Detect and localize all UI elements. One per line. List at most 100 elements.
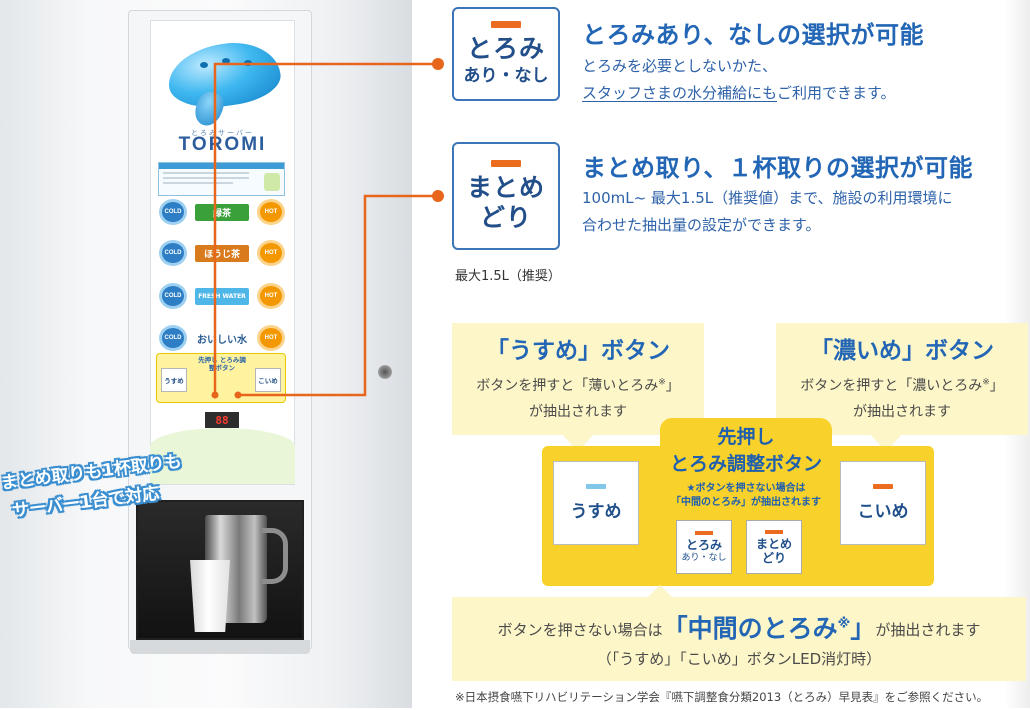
drink-row-houji-tea: COLD ほうじ茶 HOT	[157, 240, 287, 266]
bubble-title: 「濃いめ」ボタン	[810, 338, 994, 364]
machine-usume-button[interactable]: うすめ	[161, 368, 187, 392]
koime-indicator	[873, 484, 893, 489]
pre-press-panel-tab	[660, 418, 832, 478]
feature-text-line: スタッフさまの水分補給にもご利用できます。	[582, 80, 896, 107]
pre-press-note-line: 「中間のとろみ」が抽出されます	[671, 497, 821, 508]
feature-text-line: 合わせた抽出量の設定ができます。	[582, 216, 821, 234]
pre-press-title-line2: とろみ調整ボタン	[669, 453, 822, 475]
footnote: ※日本摂食嚥下リハビリテーション学会『嚥下調整食分類2013（とろみ）早見表』を…	[455, 690, 989, 704]
bubble-text: ボタンを押すと「濃いとろみ	[800, 378, 983, 394]
feature-title: とろみあり、なしの選択が可能	[582, 21, 925, 49]
icon-label: とろみ	[466, 33, 545, 63]
default-thickness-highlight: 「中間のとろみ※」	[663, 614, 876, 643]
logo-text: TOROMI	[178, 134, 267, 155]
hot-button[interactable]: HOT	[257, 283, 285, 309]
machine-pre-press-panel: 先押し とろみ調整ボタン うすめ こいめ	[156, 353, 286, 403]
logo-hole-icon	[222, 58, 230, 64]
notice-line	[163, 172, 249, 174]
feature-title: まとめ取り、１杯取りの選択が可能	[582, 154, 974, 182]
icon-indicator-bar	[491, 159, 521, 167]
highlight-text: 」	[850, 614, 876, 643]
machine-koime-button[interactable]: こいめ	[255, 368, 281, 392]
drink-row-green-tea: COLD 緑茶 HOT	[157, 199, 287, 225]
default-thickness-text: ボタンを押さない場合は	[497, 621, 663, 639]
koime-bubble: 「濃いめ」ボタン ボタンを押すと「濃いとろみ※」 が抽出されます	[776, 323, 1028, 435]
notice-line	[163, 177, 249, 179]
logo-hole-icon	[200, 62, 208, 68]
drink-row-water: COLD おいしい水 HOT	[157, 325, 287, 351]
feature-text-rest: ご利用できます。	[777, 84, 896, 102]
notice-line	[163, 182, 233, 184]
default-thickness-condition: （「うすめ」「こいめ」ボタンLED消灯時）	[596, 650, 882, 668]
hot-button[interactable]: HOT	[257, 199, 285, 225]
matome-dori-button[interactable]: まとめ どり	[746, 520, 802, 574]
drip-tray	[130, 640, 310, 654]
panel-bottom-decoration	[150, 428, 295, 484]
keyhole-icon	[378, 365, 392, 379]
pre-press-note: ★ボタンを押さない場合は 「中間のとろみ」が抽出されます	[625, 482, 867, 510]
feature-text: 100mL~ 最大1.5L（推奨値）まで、施設の利用環境に 合わせた抽出量の設定…	[582, 185, 953, 239]
bubble-line: ボタンを押すと「濃いとろみ※」	[776, 375, 1028, 395]
button-sublabel: どり	[761, 550, 786, 565]
bubble-line: が抽出されます	[529, 404, 627, 420]
cold-button[interactable]: COLD	[159, 325, 187, 351]
footnote-mark: ※	[982, 377, 990, 388]
hot-button[interactable]: HOT	[257, 240, 285, 266]
notice-header	[159, 163, 284, 169]
koime-button-label: こいめ	[857, 502, 909, 522]
toromi-ari-nashi-button[interactable]: とろみ あり・なし	[676, 520, 732, 574]
drink-label: FRESH WATER	[195, 288, 249, 305]
bubble-text: ボタンを押すと「薄いとろみ	[476, 378, 659, 394]
max-volume-caption: 最大1.5L（推奨）	[455, 269, 561, 284]
cold-button[interactable]: COLD	[159, 199, 187, 225]
button-sublabel: あり・なし	[681, 552, 727, 563]
icon-indicator-bar	[491, 20, 521, 28]
cup-icon	[264, 173, 280, 191]
connector-dot-toromi	[432, 58, 444, 70]
button-label: とろみ	[685, 537, 722, 552]
feature-text: とろみを必要としないかた、 スタッフさまの水分補給にもご利用できます。	[582, 53, 896, 107]
koime-button[interactable]: こいめ	[840, 461, 926, 545]
usage-notice-card	[158, 162, 285, 196]
icon-sublabel: どり	[479, 202, 532, 232]
feature-text-underlined: スタッフさまの水分補給にも	[582, 84, 778, 102]
cold-button[interactable]: COLD	[159, 240, 187, 266]
default-thickness-text: が抽出されます	[875, 621, 981, 639]
usume-button-label: うすめ	[570, 502, 622, 522]
drink-row-fresh-water: COLD FRESH WATER HOT	[157, 283, 287, 309]
drink-label: おいしい水	[197, 335, 247, 346]
default-thickness-box: ボタンを押さない場合は「中間のとろみ※」が抽出されます （「うすめ」「こいめ」ボ…	[452, 597, 1026, 681]
drink-label: 緑茶	[195, 204, 249, 221]
icon-sublabel: あり・なし	[463, 65, 549, 86]
feature-text-line: 100mL~ 最大1.5L（推奨値）まで、施設の利用環境に	[582, 189, 953, 207]
toromi-button-icon: とろみ あり・なし	[452, 7, 560, 101]
bubble-text: 」	[665, 378, 680, 394]
usume-indicator	[586, 484, 606, 489]
bubble-line: が抽出されます	[853, 404, 951, 420]
pitcher-handle	[262, 528, 288, 584]
drink-label: ほうじ茶	[195, 245, 249, 262]
pre-press-title-line1: 先押し	[717, 426, 775, 448]
bubble-text: 」	[989, 378, 1004, 394]
footnote-mark: ※	[837, 616, 851, 632]
indicator-bar	[695, 530, 713, 535]
usume-button[interactable]: うすめ	[553, 461, 639, 545]
bubble-title: 「うすめ」ボタン	[486, 338, 670, 364]
indicator-bar	[765, 529, 783, 534]
pre-press-note-line: ★ボタンを押さない場合は	[686, 483, 806, 494]
led-display: 88	[205, 412, 239, 428]
pre-panel-title: 先押し とろみ調整ボタン	[198, 356, 246, 372]
feature-text-line: とろみを必要としないかた、	[582, 57, 778, 75]
default-thickness-line: ボタンを押さない場合は「中間のとろみ※」が抽出されます	[452, 609, 1026, 645]
icon-label: まとめ	[466, 172, 545, 202]
usume-bubble: 「うすめ」ボタン ボタンを押すと「薄いとろみ※」 が抽出されます	[452, 323, 704, 435]
connector-dot-matome	[432, 190, 444, 202]
hot-button[interactable]: HOT	[257, 325, 285, 351]
cold-button[interactable]: COLD	[159, 283, 187, 309]
highlight-text: 「中間のとろみ	[662, 614, 838, 643]
matome-button-icon: まとめ どり	[452, 142, 560, 250]
paper-cup	[190, 560, 230, 632]
footnote-mark: ※	[658, 377, 666, 388]
bubble-line: ボタンを押すと「薄いとろみ※」	[452, 375, 704, 395]
logo-hole-icon	[244, 60, 252, 66]
